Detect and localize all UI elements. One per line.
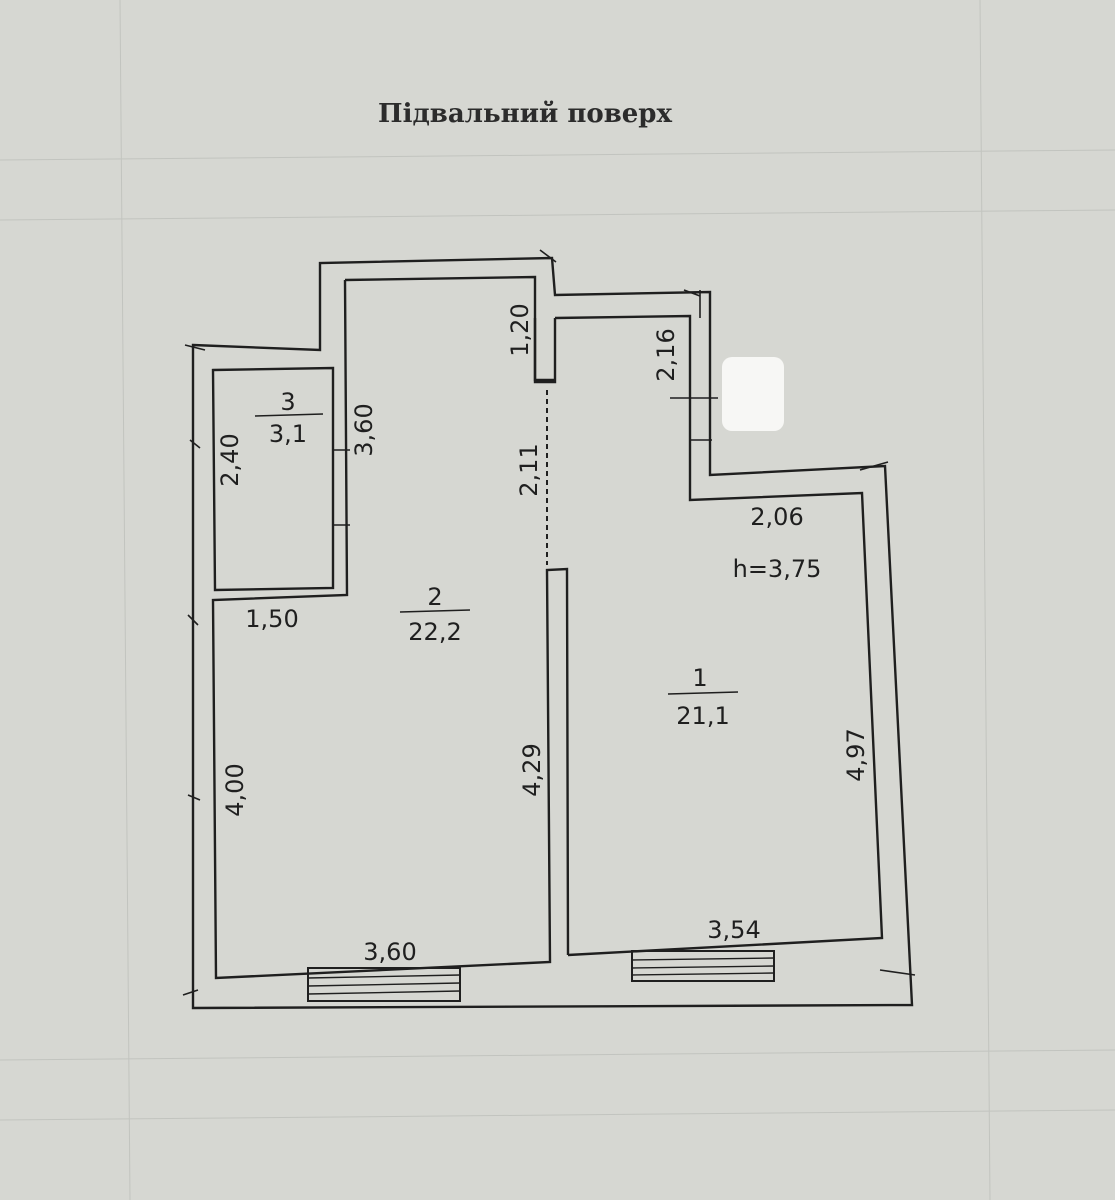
room-area: 21,1 (676, 702, 729, 730)
dimension-label: 3,60 (363, 938, 416, 966)
window-right (631, 950, 775, 982)
partition-stub (533, 318, 557, 384)
dimension-label: 2,06 (750, 503, 803, 531)
room-3-label: 3 3,1 (254, 388, 324, 448)
room-2-inner-wall (211, 279, 570, 980)
room-1-outline (554, 314, 884, 957)
dimension-label: 2,11 (515, 443, 543, 496)
room-2-label: 2 22,2 (399, 583, 471, 646)
window-left (307, 967, 461, 1002)
redaction-patch (722, 357, 784, 431)
room-number: 1 (692, 664, 707, 692)
dimension-label: 3,54 (707, 916, 760, 944)
room-number: 2 (427, 583, 442, 611)
dimension-label: 4,29 (518, 743, 546, 796)
corner-ticks (182, 249, 916, 996)
room-3-outline (211, 366, 335, 592)
room-1-label: 1 21,1 (667, 664, 739, 730)
dimension-label: 2,40 (216, 433, 244, 486)
dimension-label: 2,16 (652, 328, 680, 381)
room-area: 3,1 (269, 420, 307, 448)
page-title: Підвальний поверх (378, 99, 672, 129)
dimension-label: 1,20 (506, 303, 534, 356)
dimension-label: 4,97 (842, 728, 870, 781)
dimension-label: 3,60 (350, 403, 378, 456)
ceiling-height-note: h=3,75 (733, 555, 822, 583)
dimension-label: 4,00 (221, 763, 249, 816)
dimension-label: 1,50 (245, 605, 298, 633)
room-area: 22,2 (408, 618, 461, 646)
room-number: 3 (280, 388, 295, 416)
outer-wall (191, 256, 914, 1010)
